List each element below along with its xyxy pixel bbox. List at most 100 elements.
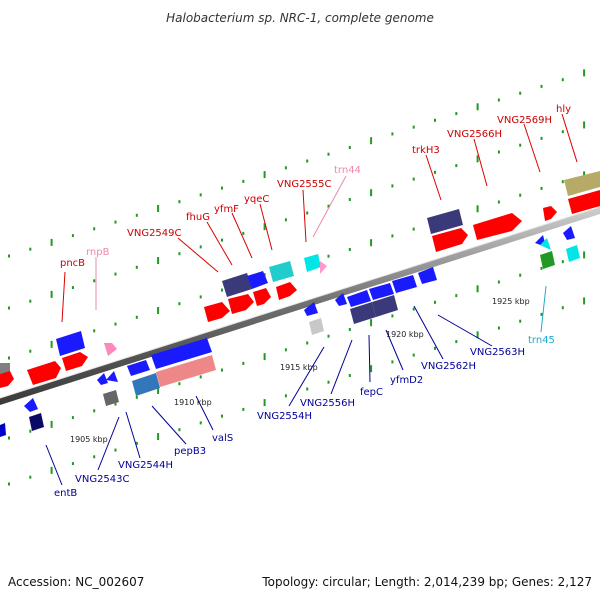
grid-tick	[497, 326, 500, 330]
grid-tick	[540, 84, 543, 88]
gene-label[interactable]: pncB	[60, 258, 85, 269]
gene-label[interactable]: yfmF	[214, 204, 239, 215]
gene-label[interactable]: hly	[556, 104, 571, 115]
grid-tick	[284, 394, 287, 398]
scale-ticks: 1905 kbp 1910 kbp 1915 kbp 1920 kbp 1925…	[70, 297, 530, 444]
scale-tick-label: 1910 kbp	[174, 398, 212, 407]
grid-tick	[221, 414, 223, 418]
gene-feature[interactable]	[103, 390, 119, 406]
gene-feature[interactable]	[104, 343, 117, 356]
grid-tick	[199, 245, 202, 249]
accession-text: Accession: NC_002607	[8, 575, 144, 589]
gene-feature[interactable]	[392, 275, 417, 293]
grid-tick	[135, 395, 138, 399]
gene-label[interactable]: VNG2554H	[257, 411, 312, 422]
gene-feature[interactable]	[0, 371, 14, 388]
gene-feature[interactable]	[228, 294, 254, 314]
gene-label[interactable]: VNG2566H	[447, 129, 502, 140]
gene-feature[interactable]	[540, 251, 555, 269]
grid-tick	[135, 213, 138, 217]
gene-label[interactable]: trn45	[528, 335, 555, 346]
gene-labels-top: hly VNG2569H VNG2566H trkH3 trn44 VNG255…	[60, 104, 571, 269]
gene-feature[interactable]	[563, 226, 575, 240]
gene-feature[interactable]	[253, 288, 271, 306]
gene-feature[interactable]	[418, 267, 437, 284]
gene-label[interactable]: VNG2563H	[470, 347, 525, 358]
grid-tick	[93, 409, 96, 413]
grid-tick	[391, 314, 394, 318]
gene-feature[interactable]	[106, 371, 118, 382]
gene-feature[interactable]	[0, 423, 6, 437]
gene-feature[interactable]	[29, 413, 44, 431]
scale-tick-label: 1905 kbp	[70, 435, 108, 444]
gene-feature[interactable]	[24, 398, 38, 412]
grid-tick	[306, 211, 309, 215]
grid-tick	[93, 227, 96, 231]
gene-feature[interactable]	[372, 295, 398, 317]
gene-label[interactable]: rnpB	[86, 247, 110, 258]
gene-label[interactable]: VNG2543C	[75, 474, 130, 485]
gene-feature[interactable]	[568, 190, 600, 214]
grid-tick	[434, 300, 436, 304]
grid-tick	[8, 356, 10, 360]
gene-feature[interactable]	[566, 245, 580, 262]
gene-feature[interactable]	[335, 293, 347, 306]
gene-feature[interactable]	[304, 254, 321, 272]
gene-feature[interactable]	[132, 373, 160, 396]
gene-feature[interactable]	[350, 302, 376, 324]
gene-feature[interactable]	[247, 271, 268, 289]
grid-tick	[263, 171, 266, 179]
gene-feature[interactable]	[56, 331, 85, 356]
gene-label[interactable]: fepC	[360, 387, 383, 398]
grid-tick	[263, 223, 266, 231]
grid-tick	[178, 428, 181, 432]
grid-tick	[242, 179, 245, 183]
gene-feature[interactable]	[62, 352, 88, 371]
gene-label[interactable]: trkH3	[412, 145, 440, 156]
gene-label[interactable]: valS	[212, 433, 233, 444]
gene-feature[interactable]	[309, 318, 324, 335]
gene-feature[interactable]	[27, 361, 61, 385]
grid-tick	[583, 297, 586, 305]
gene-feature[interactable]	[473, 213, 522, 240]
gene-feature[interactable]	[276, 282, 297, 300]
grid-tick	[391, 360, 394, 364]
grid-tick	[29, 475, 32, 479]
gene-feature[interactable]	[304, 302, 318, 316]
gene-feature[interactable]	[97, 373, 108, 385]
gene-label[interactable]: fhuG	[186, 212, 210, 223]
gene-feature[interactable]	[427, 209, 463, 234]
gene-feature[interactable]	[204, 302, 230, 322]
gene-feature[interactable]	[269, 261, 294, 282]
gene-feature[interactable]	[540, 238, 551, 250]
gene-feature[interactable]	[0, 363, 10, 375]
grid-tick	[114, 402, 117, 406]
gene-feature[interactable]	[127, 360, 150, 376]
gene-label[interactable]: VNG2549C	[127, 228, 182, 239]
gene-label[interactable]: VNG2562H	[421, 361, 476, 372]
gene-feature[interactable]	[320, 261, 327, 274]
grid-tick	[412, 307, 415, 311]
gene-label[interactable]: VNG2556H	[300, 398, 355, 409]
gene-feature[interactable]	[432, 228, 468, 252]
gene-label[interactable]: VNG2544H	[118, 460, 173, 471]
gene-feature[interactable]	[369, 283, 394, 300]
gene-label[interactable]: yqeC	[244, 194, 269, 205]
gene-label[interactable]: pepB3	[174, 446, 206, 457]
gene-feature[interactable]	[151, 338, 212, 369]
grid-tick	[199, 375, 202, 379]
page-title: Halobacterium sp. NRC-1, complete genome	[166, 11, 434, 25]
gene-label[interactable]: VNG2569H	[497, 115, 552, 126]
grid-tick	[476, 155, 479, 163]
gene-label[interactable]: VNG2555C	[277, 179, 332, 190]
gene-feature[interactable]	[347, 290, 371, 307]
gene-feature[interactable]	[222, 273, 252, 297]
gene-label[interactable]: yfmD2	[390, 375, 423, 386]
gene-label[interactable]: trn44	[334, 165, 361, 176]
gene-feature[interactable]	[543, 206, 557, 221]
grid-tick	[199, 421, 202, 425]
gene-feature[interactable]	[564, 171, 600, 196]
gene-label[interactable]: entB	[54, 488, 77, 499]
gene-feature[interactable]	[156, 355, 216, 387]
grid-tick	[8, 436, 10, 440]
